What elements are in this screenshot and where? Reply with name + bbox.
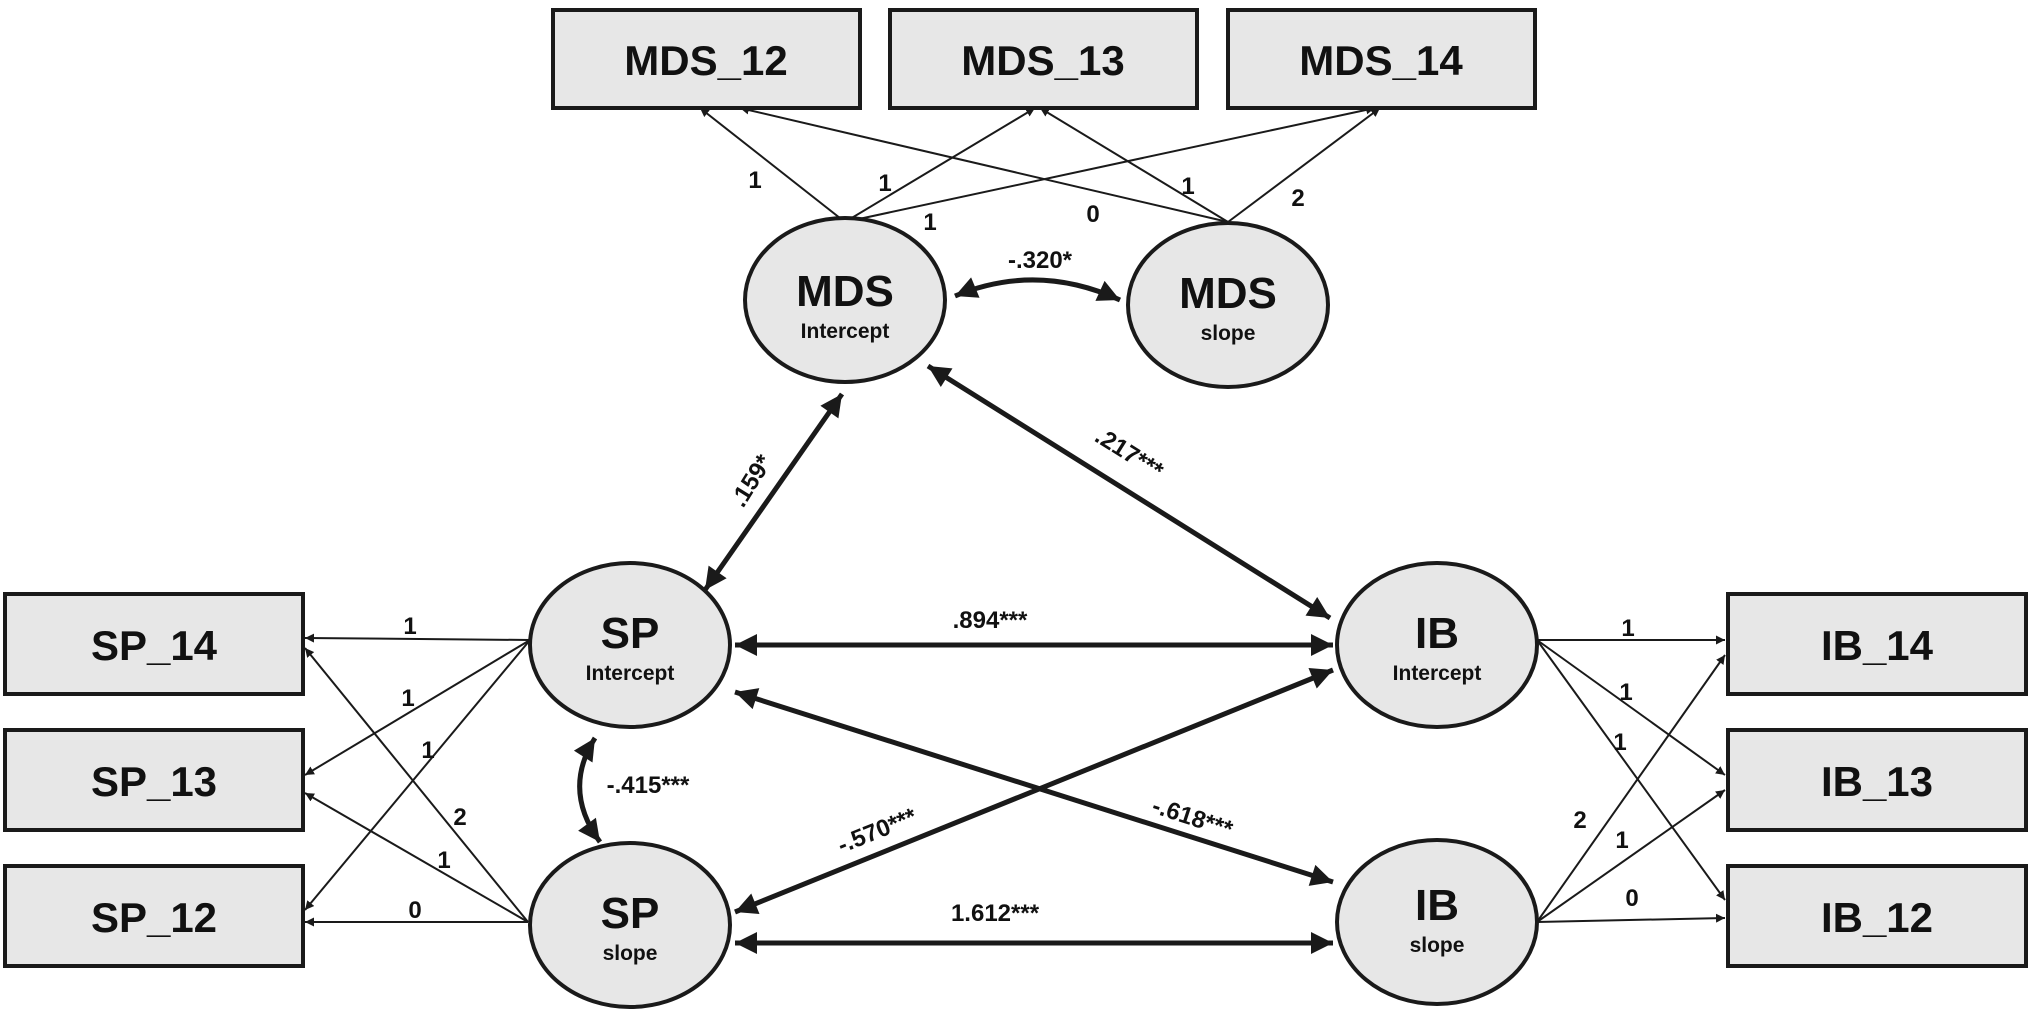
box-sp-14: SP_14 (3, 592, 305, 696)
box-sp-12: SP_12 (3, 864, 305, 968)
box-mds-12: MDS_12 (551, 8, 862, 110)
loading-mds-int-14: 1 (923, 209, 936, 236)
box-mds-12-label: MDS_12 (624, 37, 787, 84)
loading-ib-slope-13: 1 (1615, 827, 1628, 854)
latent-ib-slope-main: IB (1415, 881, 1459, 930)
loading-ib-int-14: 1 (1621, 615, 1634, 642)
box-mds-13: MDS_13 (888, 8, 1199, 110)
loading-mds-int-13: 1 (878, 170, 891, 197)
corr-sp-int-ib-slope (734, 688, 1334, 886)
latent-sp-intercept: SP Intercept (528, 561, 732, 729)
loading-sp-int-13: 1 (401, 685, 414, 712)
correlation-paths (573, 277, 1334, 954)
latent-ib-slope: IB slope (1335, 838, 1539, 1006)
box-sp-13-label: SP_13 (91, 758, 217, 805)
loading-sp-int-12: 1 (421, 737, 434, 764)
path-ib-slope-to-ib12 (1536, 913, 1726, 923)
loading-mds-slope-12: 0 (1086, 201, 1099, 228)
latent-mds-slope: MDS slope (1126, 221, 1330, 389)
observed-variables: MDS_12 MDS_13 MDS_14 SP_14 SP_13 SP_12 I… (3, 8, 2028, 968)
latent-ib-intercept: IB Intercept (1335, 561, 1539, 729)
loading-mds-slope-13: 1 (1181, 173, 1194, 200)
latent-mds-intercept: MDS Intercept (743, 216, 947, 384)
latent-ib-slope-sub: slope (1410, 934, 1465, 957)
box-sp-12-label: SP_12 (91, 894, 217, 941)
loading-mds-int-12: 1 (748, 167, 761, 194)
corr-label-sp-slope-ib-int: -.570*** (834, 803, 921, 859)
box-sp-13: SP_13 (3, 728, 305, 832)
path-mds-int-to-mds12 (699, 107, 846, 223)
corr-label-mds-int-sp-int: .159* (725, 450, 778, 512)
latent-sp-slope-sub: slope (603, 942, 658, 965)
path-mds-slope-to-mds14 (1227, 107, 1381, 223)
loading-sp-slope-12: 0 (408, 897, 421, 924)
latent-sp-slope: SP slope (528, 841, 732, 1009)
box-mds-13-label: MDS_13 (961, 37, 1124, 84)
path-mds-slope-to-mds12 (739, 105, 1229, 223)
corr-mds-int-sp-int (702, 392, 845, 592)
path-mds-int-to-mds14 (844, 105, 1376, 223)
box-ib-13: IB_13 (1726, 728, 2028, 832)
box-mds-14-label: MDS_14 (1299, 37, 1463, 84)
loading-ib-slope-14: 2 (1573, 807, 1586, 834)
corr-label-sp-int-ib-int: .894*** (953, 607, 1028, 634)
path-ib-int-to-ib12 (1536, 639, 1726, 901)
path-mds-slope-to-mds13 (1039, 107, 1229, 223)
path-sp-slope-to-sp14 (304, 647, 529, 923)
path-ib-int-to-ib13 (1536, 639, 1726, 776)
loading-mds-slope-14: 2 (1291, 185, 1304, 212)
corr-label-mds-int-mds-slope: -.320* (1008, 247, 1073, 274)
corr-mds-int-ib-int (926, 363, 1332, 621)
loading-ib-int-13: 1 (1619, 679, 1632, 706)
corr-mds-int-mds-slope (954, 277, 1122, 303)
box-mds-14: MDS_14 (1226, 8, 1537, 110)
path-sp-int-to-sp14 (304, 633, 531, 643)
loading-ib-int-12: 1 (1613, 729, 1626, 756)
latent-ib-intercept-sub: Intercept (1393, 662, 1482, 685)
box-ib-14-label: IB_14 (1821, 622, 1934, 669)
loading-paths (304, 105, 1726, 927)
latent-ib-intercept-main: IB (1415, 609, 1459, 658)
latent-mds-intercept-sub: Intercept (801, 320, 890, 343)
corr-sp-int-sp-slope (573, 736, 603, 844)
box-sp-14-label: SP_14 (91, 622, 218, 669)
path-mds-int-to-mds13 (844, 107, 1036, 223)
latent-sp-slope-main: SP (601, 889, 660, 938)
corr-label-sp-slope-ib-slope: 1.612*** (951, 900, 1040, 927)
box-ib-12: IB_12 (1726, 864, 2028, 968)
corr-sp-slope-ib-int (734, 667, 1334, 915)
loading-ib-slope-12: 0 (1625, 885, 1638, 912)
box-ib-14: IB_14 (1726, 592, 2028, 696)
path-ib-slope-to-ib13 (1536, 789, 1726, 923)
box-ib-12-label: IB_12 (1821, 894, 1933, 941)
box-ib-13-label: IB_13 (1821, 758, 1933, 805)
latent-sp-intercept-main: SP (601, 609, 660, 658)
loading-sp-slope-13: 1 (437, 847, 450, 874)
loading-sp-slope-14: 2 (453, 804, 466, 831)
path-sp-int-to-sp13 (304, 639, 531, 776)
latent-mds-intercept-main: MDS (796, 267, 894, 316)
loading-sp-int-14: 1 (403, 613, 416, 640)
latent-sp-intercept-sub: Intercept (586, 662, 675, 685)
latent-mds-slope-main: MDS (1179, 269, 1277, 318)
path-ib-slope-to-ib14 (1536, 654, 1726, 923)
corr-label-sp-int-sp-slope: -.415*** (607, 772, 690, 799)
path-sp-slope-to-sp13 (304, 792, 529, 923)
latent-mds-slope-sub: slope (1201, 322, 1256, 345)
loading-labels: 1 1 1 0 1 2 1 1 1 2 1 0 1 1 1 2 1 0 (401, 167, 1638, 924)
path-sp-int-to-sp12 (304, 639, 531, 911)
latent-variables: MDS Intercept MDS slope SP Intercept SP … (528, 216, 1539, 1009)
